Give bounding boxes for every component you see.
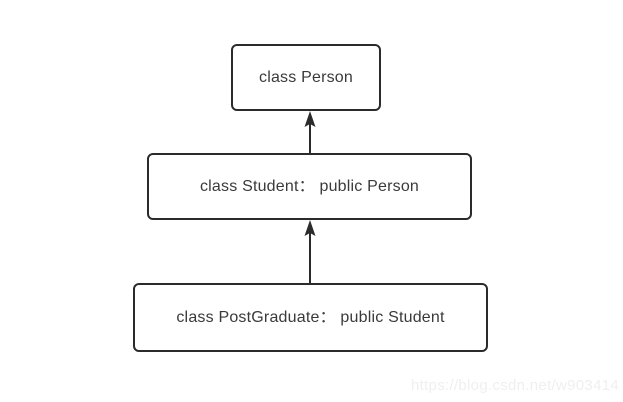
class-node-postgraduate[interactable]: class PostGraduate： public Student — [133, 283, 488, 352]
class-node-postgraduate-label: class PostGraduate： public Student — [176, 308, 445, 326]
arrowhead-up-icon — [304, 220, 316, 236]
arrowhead-up-icon — [304, 111, 316, 127]
watermark-text: https://blog.csdn.net/w903414 — [410, 377, 619, 394]
class-node-student[interactable]: class Student： public Person — [147, 153, 472, 220]
edge-student-to-person — [304, 111, 316, 153]
class-node-person-label: class Person — [259, 68, 353, 86]
class-node-person[interactable]: class Person — [231, 44, 381, 111]
edge-postgraduate-to-student — [304, 220, 316, 283]
class-node-student-label: class Student： public Person — [199, 177, 420, 195]
